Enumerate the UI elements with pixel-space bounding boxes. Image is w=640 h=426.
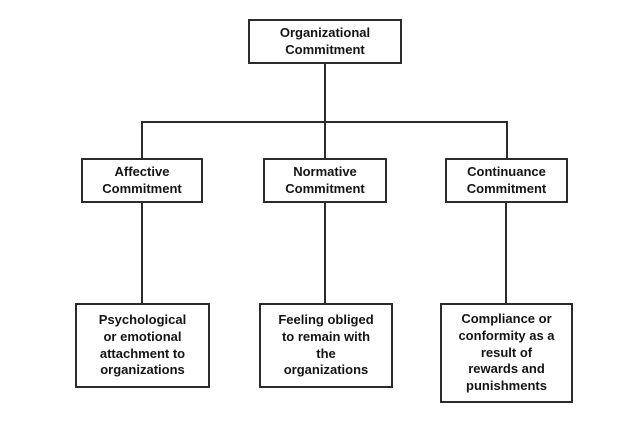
node-organizational-commitment: Organizational Commitment <box>248 19 402 64</box>
node-continuance-description: Compliance or conformity as a result of … <box>440 303 573 403</box>
connector-affective-description <box>141 203 143 303</box>
node-affective-commitment: Affective Commitment <box>81 158 203 203</box>
node-continuance-commitment: Continuance Commitment <box>445 158 568 203</box>
node-normative-commitment: Normative Commitment <box>263 158 387 203</box>
connector-normative-description <box>324 203 326 303</box>
node-normative-description: Feeling obliged to remain with the organ… <box>259 303 393 388</box>
connector-horizontal-bar <box>141 121 507 123</box>
connector-continuance-description <box>505 203 507 303</box>
connector-left-drop <box>141 121 143 158</box>
node-affective-description: Psychological or emotional attachment to… <box>75 303 210 388</box>
connector-root-stem <box>324 64 326 158</box>
connector-right-drop <box>506 121 508 158</box>
